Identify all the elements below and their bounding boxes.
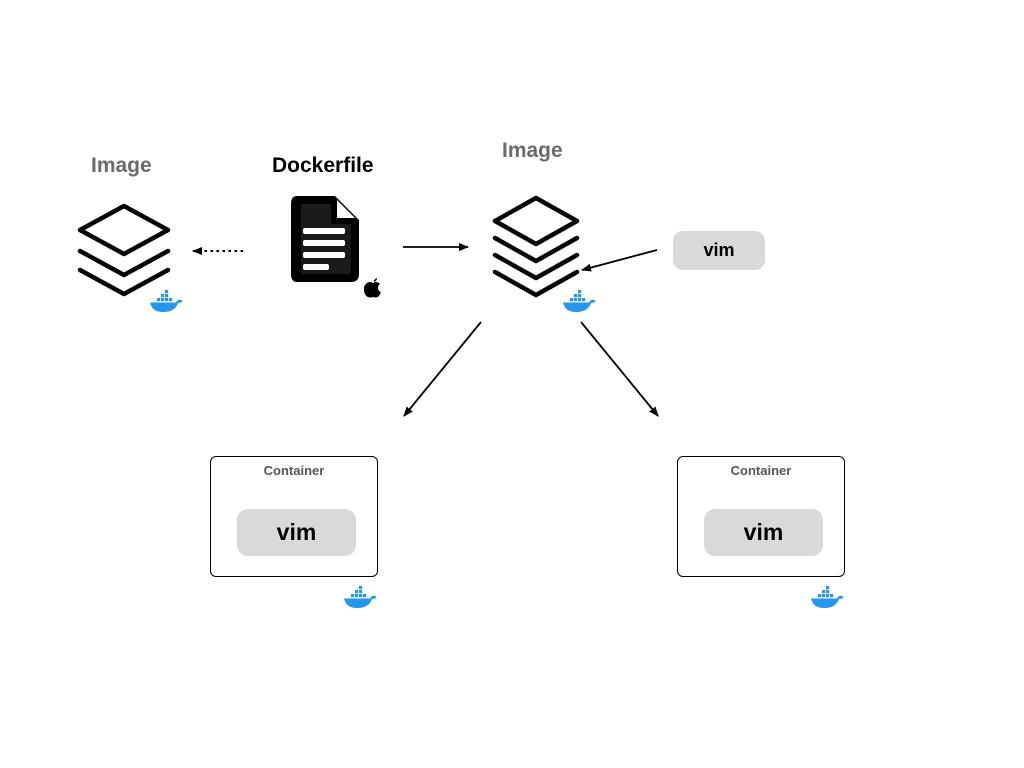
docker-whale-icon (150, 290, 183, 312)
layers-icon (492, 195, 580, 298)
apple-icon (363, 278, 381, 298)
container-vim: vim (237, 509, 356, 556)
container-title: Container (730, 463, 792, 478)
run-arrow-left (403, 321, 482, 417)
container-vim: vim (704, 509, 823, 556)
vim-arrow (581, 249, 658, 272)
layers-icon (77, 203, 171, 297)
container-left: Container vim (210, 456, 378, 577)
docker-whale-icon (344, 586, 377, 608)
dockerfile-label: Dockerfile (272, 154, 374, 177)
container-right: Container vim (677, 456, 845, 577)
document-icon (291, 196, 359, 282)
docker-whale-icon (811, 586, 844, 608)
image-left-label: Image (91, 154, 152, 177)
run-arrow-right (580, 321, 659, 417)
docker-whale-icon (563, 290, 596, 312)
vim-badge: vim (673, 231, 765, 270)
image-center-label: Image (502, 139, 563, 162)
container-title: Container (263, 463, 325, 478)
